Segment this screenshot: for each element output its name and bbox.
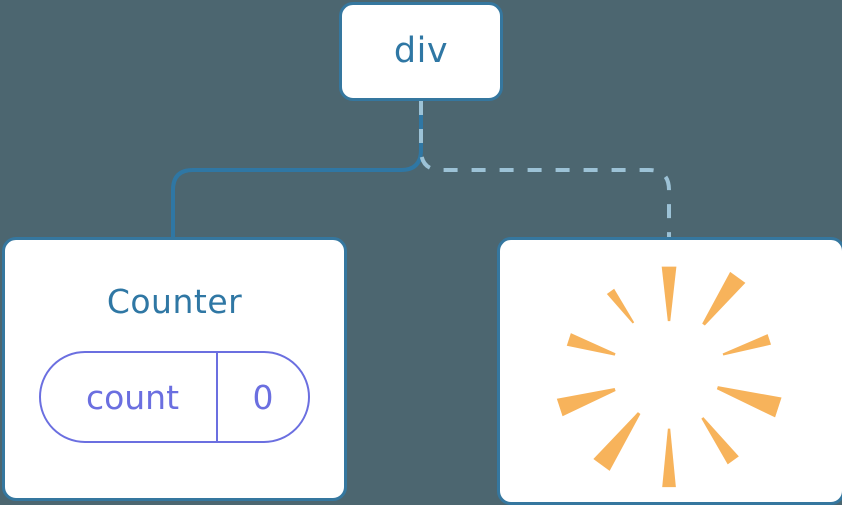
sunburst-ray-9 — [566, 333, 616, 356]
div-node[interactable]: div — [339, 2, 503, 101]
sunburst-ray-1 — [661, 266, 677, 322]
sunburst-ray-3 — [722, 334, 772, 356]
edge-div-to-counter — [171, 101, 423, 238]
sunburst-ray-2 — [702, 271, 746, 326]
sunburst-ray-5 — [701, 417, 739, 465]
counter-node[interactable]: Counter count 0 — [2, 237, 347, 501]
sunburst-ray-4 — [716, 386, 782, 418]
div-node-label: div — [393, 31, 449, 71]
sunburst-ray-10 — [606, 288, 635, 324]
sunburst-icon — [556, 266, 782, 488]
state-key-label: count — [85, 377, 180, 417]
sparkle-node[interactable] — [497, 237, 842, 505]
sunburst-ray-8 — [556, 387, 616, 417]
sunburst-ray-7 — [593, 412, 641, 471]
state-pill-divider — [216, 353, 218, 441]
counter-state-pill[interactable]: count 0 — [39, 351, 310, 443]
sunburst-ray-6 — [662, 428, 676, 488]
edge-div-to-sparkle — [419, 101, 671, 238]
counter-node-label: Counter — [106, 282, 243, 321]
state-value-label: 0 — [252, 377, 274, 417]
